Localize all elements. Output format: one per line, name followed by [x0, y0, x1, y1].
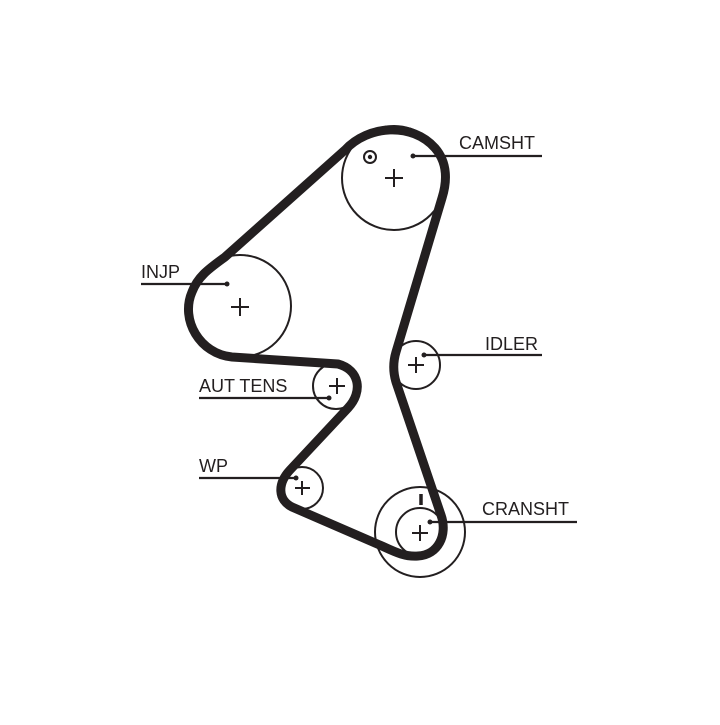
crankshaft-leader-dot [427, 519, 433, 525]
water-pump-leader-dot [293, 475, 299, 481]
auto-tensioner-label: AUT TENS [199, 376, 287, 396]
camshaft-timing-mark-center-icon [367, 154, 373, 160]
injection-pump-center-mark [231, 298, 249, 316]
idler-label: IDLER [485, 334, 538, 354]
water-pump-label: WP [199, 456, 228, 476]
crankshaft-center-mark [412, 525, 428, 541]
auto-tensioner-leader-dot [326, 395, 332, 401]
camshaft-label: CAMSHT [459, 133, 535, 153]
injection-pump-label: INJP [141, 262, 180, 282]
timing-belt [184, 125, 450, 561]
camshaft-center-mark [385, 169, 403, 187]
injection-pump-leader-dot [224, 281, 230, 287]
water-pump-center-mark [295, 481, 310, 495]
idler-leader-dot [421, 352, 427, 358]
idler-center-mark [408, 357, 424, 373]
auto-tensioner-center-mark [329, 378, 345, 394]
crankshaft-label: CRANSHT [482, 499, 569, 519]
camshaft-leader-dot [410, 153, 416, 159]
